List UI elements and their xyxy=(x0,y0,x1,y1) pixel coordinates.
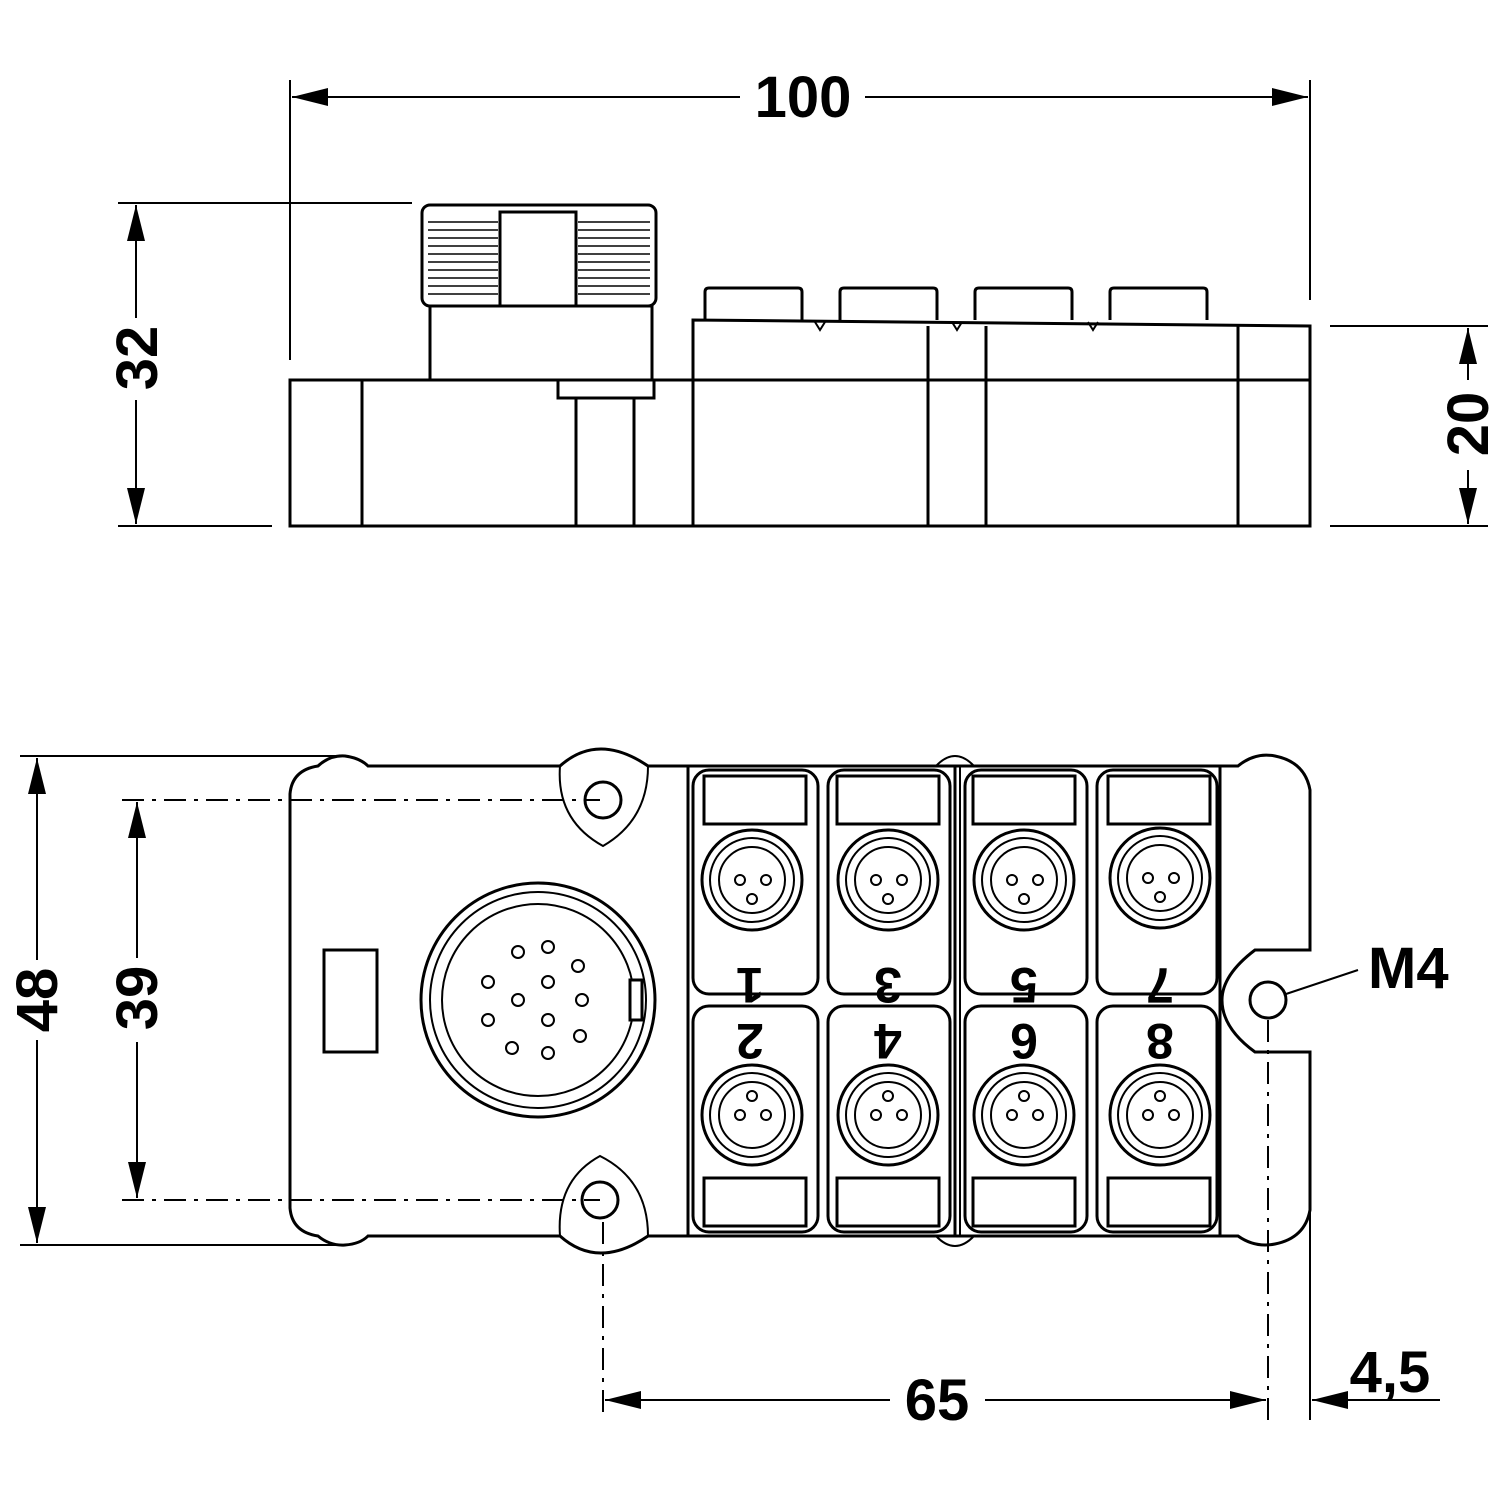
port-label-window xyxy=(971,774,1077,826)
thread-label-m4: M4 xyxy=(1368,936,1449,1001)
port-cell-6 xyxy=(963,1004,1089,1234)
side-view xyxy=(288,203,1312,528)
port-number-4: 4 xyxy=(874,1013,902,1069)
dimension-label-32: 32 xyxy=(105,326,170,391)
port-cap xyxy=(1108,286,1209,320)
dimension-body-height: 20 xyxy=(1330,325,1500,527)
port-cell-8 xyxy=(1095,1004,1219,1234)
socket-port-1 xyxy=(700,828,804,932)
socket-port-8 xyxy=(1108,1063,1212,1167)
socket-port-3 xyxy=(836,828,940,932)
main-round-connector xyxy=(419,881,657,1119)
top-view: 1 3 5 7 2 4 6 8 xyxy=(288,747,1312,1255)
knurling xyxy=(428,221,650,295)
port-label-window xyxy=(1106,1176,1212,1228)
port-label-window xyxy=(835,1176,941,1228)
dimension-label-39: 39 xyxy=(105,966,170,1031)
port-cap xyxy=(703,286,804,320)
port-cap xyxy=(838,286,939,320)
socket-port-5 xyxy=(972,828,1076,932)
port-cap xyxy=(973,286,1074,320)
center-lines xyxy=(122,799,1269,1420)
port-label-window xyxy=(1106,774,1212,826)
port-cell-2 xyxy=(691,1004,820,1234)
port-number-3: 3 xyxy=(874,957,902,1013)
mounting-hole-right xyxy=(1248,980,1288,1020)
port-number-6: 6 xyxy=(1010,1013,1038,1069)
dimension-overall-height: 32 xyxy=(105,202,412,527)
dimension-label-100: 100 xyxy=(755,65,852,130)
port-cell-4 xyxy=(826,1004,952,1234)
dimension-hole-edge-offset: 4,5 xyxy=(1309,1060,1440,1420)
port-number-5: 5 xyxy=(1010,957,1038,1013)
dimension-overall-width: 48 xyxy=(5,755,345,1246)
port-cell-1 xyxy=(691,768,820,996)
side-body-base xyxy=(288,378,1312,528)
port-number-2: 2 xyxy=(736,1013,764,1069)
port-label-window xyxy=(702,1176,808,1228)
dimension-label-65: 65 xyxy=(905,1368,970,1433)
socket-port-7 xyxy=(1108,826,1212,930)
port-label-window xyxy=(971,1176,1077,1228)
dimension-label-20: 20 xyxy=(1436,392,1500,457)
connector-base xyxy=(428,304,654,382)
port-cell-7 xyxy=(1095,768,1219,996)
socket-port-6 xyxy=(972,1063,1076,1167)
dimension-label-48: 48 xyxy=(5,968,70,1033)
socket-port-4 xyxy=(836,1063,940,1167)
socket-port-2 xyxy=(700,1063,804,1167)
connector-nut xyxy=(420,203,658,308)
label-slot xyxy=(322,948,379,1054)
port-number-7: 7 xyxy=(1146,957,1174,1013)
port-number-1: 1 xyxy=(736,957,764,1013)
dimension-label-4-5: 4,5 xyxy=(1350,1340,1431,1405)
mounting-hole-bottom xyxy=(580,1180,620,1220)
dimension-hole-spacing-vertical: 39 xyxy=(105,802,170,1198)
port-label-window xyxy=(835,774,941,826)
port-cell-3 xyxy=(826,768,952,996)
dimension-hole-spacing-horizontal: 65 xyxy=(605,1368,1266,1433)
port-number-8: 8 xyxy=(1146,1013,1174,1069)
port-cell-5 xyxy=(963,768,1089,996)
port-label-window xyxy=(702,774,808,826)
thread-callout: M4 xyxy=(1285,936,1449,1001)
dimension-overall-length: 100 xyxy=(289,65,1311,360)
